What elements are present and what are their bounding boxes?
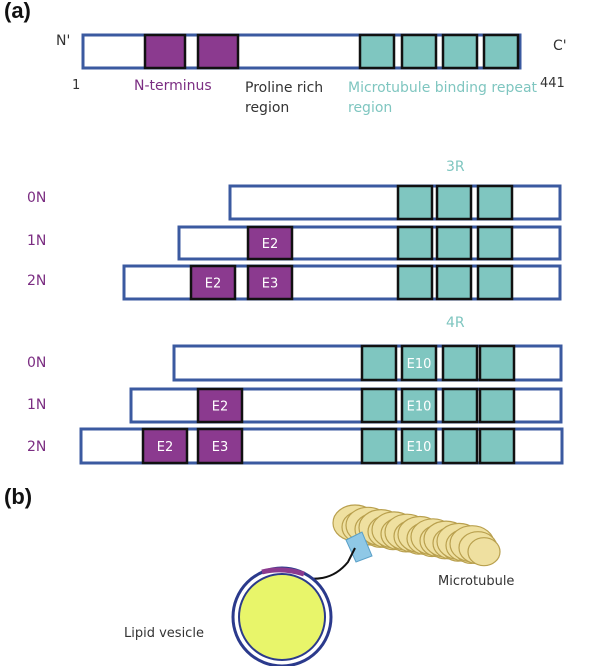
isoform-3r-2n-label: 2N [27, 273, 47, 289]
repeat-box [360, 427, 398, 465]
exon-box-label: E2 [157, 440, 174, 455]
repeat-box [476, 264, 514, 301]
repeat-box [478, 387, 516, 424]
panel-a-label: (a) [4, 0, 31, 23]
repeat-box [441, 427, 479, 465]
group-4r-label: 4R [446, 315, 465, 331]
isoform-4r-2n-label: 2N [27, 439, 47, 455]
lipid-vesicle-label: Lipid vesicle [124, 626, 204, 641]
repeat-box [358, 33, 396, 70]
exon-box-label: E3 [212, 440, 229, 455]
repeat-box [396, 184, 434, 221]
proline-rich-label: Proline rich region [245, 80, 324, 116]
repeat-box [360, 387, 398, 424]
exon-box-label: E3 [262, 277, 279, 292]
n-terminus-label: N-terminus [134, 78, 212, 94]
exon-box [141, 427, 189, 465]
repeat-box [400, 387, 438, 424]
repeat-box-label: E10 [407, 440, 432, 455]
repeat-box [400, 427, 438, 465]
n-terminal-insert-box [143, 33, 187, 70]
panel-b-label: (b) [4, 484, 33, 509]
repeat-box [396, 264, 434, 301]
c-terminal-label: C' [553, 38, 567, 54]
exon-box-label: E2 [205, 277, 222, 292]
repeat-box [435, 264, 473, 301]
repeat-box [441, 33, 479, 70]
exon-box-label: E2 [262, 237, 279, 252]
repeat-box [435, 225, 473, 261]
repeat-box [476, 184, 514, 221]
exon-box [246, 264, 294, 301]
repeat-box [482, 33, 520, 70]
exon-box [196, 427, 244, 465]
microtubule-subunit [467, 537, 501, 567]
membrane-anchor [261, 567, 305, 577]
n-terminal-label: N' [56, 33, 71, 49]
residue-end-label: 441 [540, 76, 565, 91]
exon-box [196, 387, 244, 424]
exon-box-label: E2 [212, 400, 229, 415]
lipid-vesicle-core [238, 573, 326, 661]
repeat-box [400, 33, 438, 70]
repeat-box [476, 225, 514, 261]
n-terminal-insert-box [196, 33, 240, 70]
repeat-box [435, 184, 473, 221]
residue-start-label: 1 [72, 78, 81, 93]
repeat-box [441, 387, 479, 424]
repeat-box-label: E10 [407, 400, 432, 415]
group-3r-label: 3R [446, 159, 465, 175]
isoform-3r-0n-label: 0N [27, 190, 47, 206]
isoform-4r-0n-label: 0N [27, 355, 47, 371]
repeat-box [441, 344, 479, 382]
repeat-box [478, 427, 516, 465]
repeat-box [396, 225, 434, 261]
mtbr-label: Microtubule binding repeat region [348, 80, 538, 116]
exon-box [246, 225, 294, 261]
repeat-box [360, 344, 398, 382]
microtubule-label: Microtubule [438, 574, 515, 589]
repeat-box-label: E10 [407, 357, 432, 372]
isoform-4r-1n-label: 1N [27, 397, 47, 413]
exon-box [189, 264, 237, 301]
repeat-box [478, 344, 516, 382]
repeat-box [400, 344, 438, 382]
isoform-3r-1n-label: 1N [27, 233, 47, 249]
